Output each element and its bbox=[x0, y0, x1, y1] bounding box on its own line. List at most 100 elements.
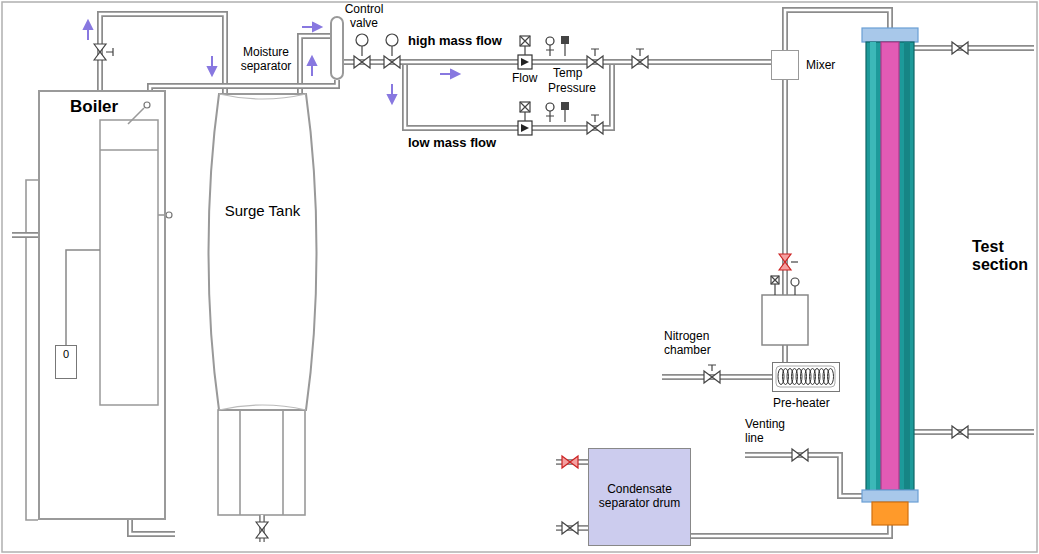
annotation-label: Temp bbox=[553, 67, 582, 81]
boiler-pivot bbox=[144, 102, 150, 108]
flow-meter-arrow bbox=[521, 124, 529, 132]
valve-symbol bbox=[562, 522, 578, 534]
pressure-sensor-stem bbox=[564, 110, 565, 122]
flow-meter bbox=[518, 121, 532, 135]
valve-symbol bbox=[256, 522, 268, 538]
control-valve-symbol bbox=[384, 56, 400, 68]
pipe bbox=[130, 520, 175, 534]
pipe-core bbox=[691, 525, 890, 536]
annotation-label: Venting line bbox=[745, 418, 795, 446]
vessel-gauge bbox=[791, 278, 799, 286]
pipe-connector bbox=[150, 80, 337, 90]
valve-symbol bbox=[952, 426, 968, 438]
pipe bbox=[12, 232, 38, 238]
tank-body bbox=[209, 94, 317, 410]
node-label: Moisture separator bbox=[236, 46, 296, 74]
valve-symbol bbox=[587, 122, 603, 134]
node-label: Mixer bbox=[806, 59, 835, 73]
annotation-label: high mass flow bbox=[408, 34, 502, 49]
valve-symbol bbox=[94, 44, 106, 60]
annotation-label: Pressure bbox=[548, 82, 596, 96]
flow-meter-head-lines bbox=[520, 102, 530, 121]
annotation-label: low mass flow bbox=[408, 136, 496, 151]
valve-symbol bbox=[952, 42, 968, 54]
tank-stand-legs bbox=[240, 410, 283, 515]
pressure-sensor bbox=[561, 36, 569, 44]
boiler-vessel: Boiler0 bbox=[38, 90, 166, 520]
pipe bbox=[745, 455, 862, 496]
pipe-casing bbox=[100, 14, 225, 94]
moisture-separator: Moisture separator bbox=[330, 16, 344, 80]
valve-handle bbox=[106, 48, 113, 56]
pressure-sensor bbox=[561, 102, 569, 110]
pressure-sensor-stem bbox=[564, 44, 565, 56]
mixer-box: Mixer bbox=[771, 50, 799, 80]
boiler-level bbox=[100, 149, 158, 151]
heater-coil bbox=[828, 369, 834, 385]
node-label: 0 bbox=[56, 346, 76, 361]
flow-meter-arrow bbox=[521, 58, 529, 66]
valve-actuator bbox=[386, 34, 398, 46]
annotation-label: Nitrogen chamber bbox=[664, 330, 726, 358]
flow-arrow-head bbox=[388, 95, 396, 103]
flow-meter bbox=[518, 55, 532, 69]
flow-arrow-head bbox=[451, 70, 459, 78]
bottom-flange bbox=[862, 490, 918, 502]
pipe bbox=[12, 234, 38, 237]
flow-meter-head-lines bbox=[520, 36, 530, 55]
red-valve-symbol bbox=[562, 456, 578, 468]
valve-actuator bbox=[356, 34, 368, 46]
pipe-core bbox=[344, 61, 771, 64]
vessel bbox=[762, 295, 808, 345]
node-label: Pre-heater bbox=[773, 397, 830, 411]
pipe bbox=[405, 62, 612, 128]
pipe bbox=[130, 520, 175, 534]
pipe-casing bbox=[150, 80, 337, 90]
shape-outline bbox=[773, 363, 841, 393]
tank-stand bbox=[218, 410, 305, 515]
valve-handle bbox=[591, 49, 599, 56]
red-valve-symbol bbox=[779, 254, 791, 270]
pipe-casing bbox=[691, 525, 890, 536]
pipe bbox=[914, 431, 1034, 434]
valve-symbol bbox=[704, 371, 720, 383]
pre-heater: Pre-heater bbox=[772, 362, 840, 392]
boiler-lever bbox=[128, 108, 144, 124]
pipe bbox=[914, 429, 1034, 435]
outlet-plenum bbox=[872, 502, 908, 525]
valve-handle bbox=[636, 49, 644, 56]
node-label: Test section bbox=[972, 238, 1034, 275]
shape-outline bbox=[205, 94, 320, 410]
temperature-sensor bbox=[546, 103, 554, 111]
pipe bbox=[914, 45, 1034, 51]
pipe bbox=[405, 62, 612, 128]
pipe-connector bbox=[691, 525, 890, 536]
pipe-core bbox=[100, 14, 225, 94]
temperature-sensor-stem bbox=[546, 45, 554, 56]
test-section: Test section bbox=[862, 28, 918, 525]
pipe bbox=[914, 47, 1034, 50]
valve-symbol bbox=[792, 449, 808, 461]
flow-meter-head bbox=[520, 36, 530, 46]
annotation-label: Flow bbox=[512, 72, 537, 86]
pipe bbox=[745, 455, 862, 496]
channel-shade bbox=[904, 42, 910, 490]
top-flange bbox=[862, 28, 918, 42]
flow-arrow-head bbox=[313, 23, 321, 31]
flow-arrow-head bbox=[308, 57, 316, 65]
annotation-label: Control valve bbox=[336, 3, 392, 31]
flow-meter-head bbox=[520, 102, 530, 112]
valve-handle bbox=[791, 261, 798, 262]
valve-handle bbox=[591, 115, 599, 122]
surge-tank: Surge Tank bbox=[205, 94, 320, 410]
node-label: Surge Tank bbox=[205, 94, 320, 219]
tank-seam bbox=[219, 94, 306, 410]
pipe-casing bbox=[344, 59, 771, 65]
pipe-connector bbox=[100, 14, 225, 94]
heated-rod bbox=[881, 42, 899, 490]
channel-highlight bbox=[870, 42, 876, 490]
boiler-casing bbox=[26, 180, 38, 520]
valve-symbol bbox=[587, 56, 603, 68]
